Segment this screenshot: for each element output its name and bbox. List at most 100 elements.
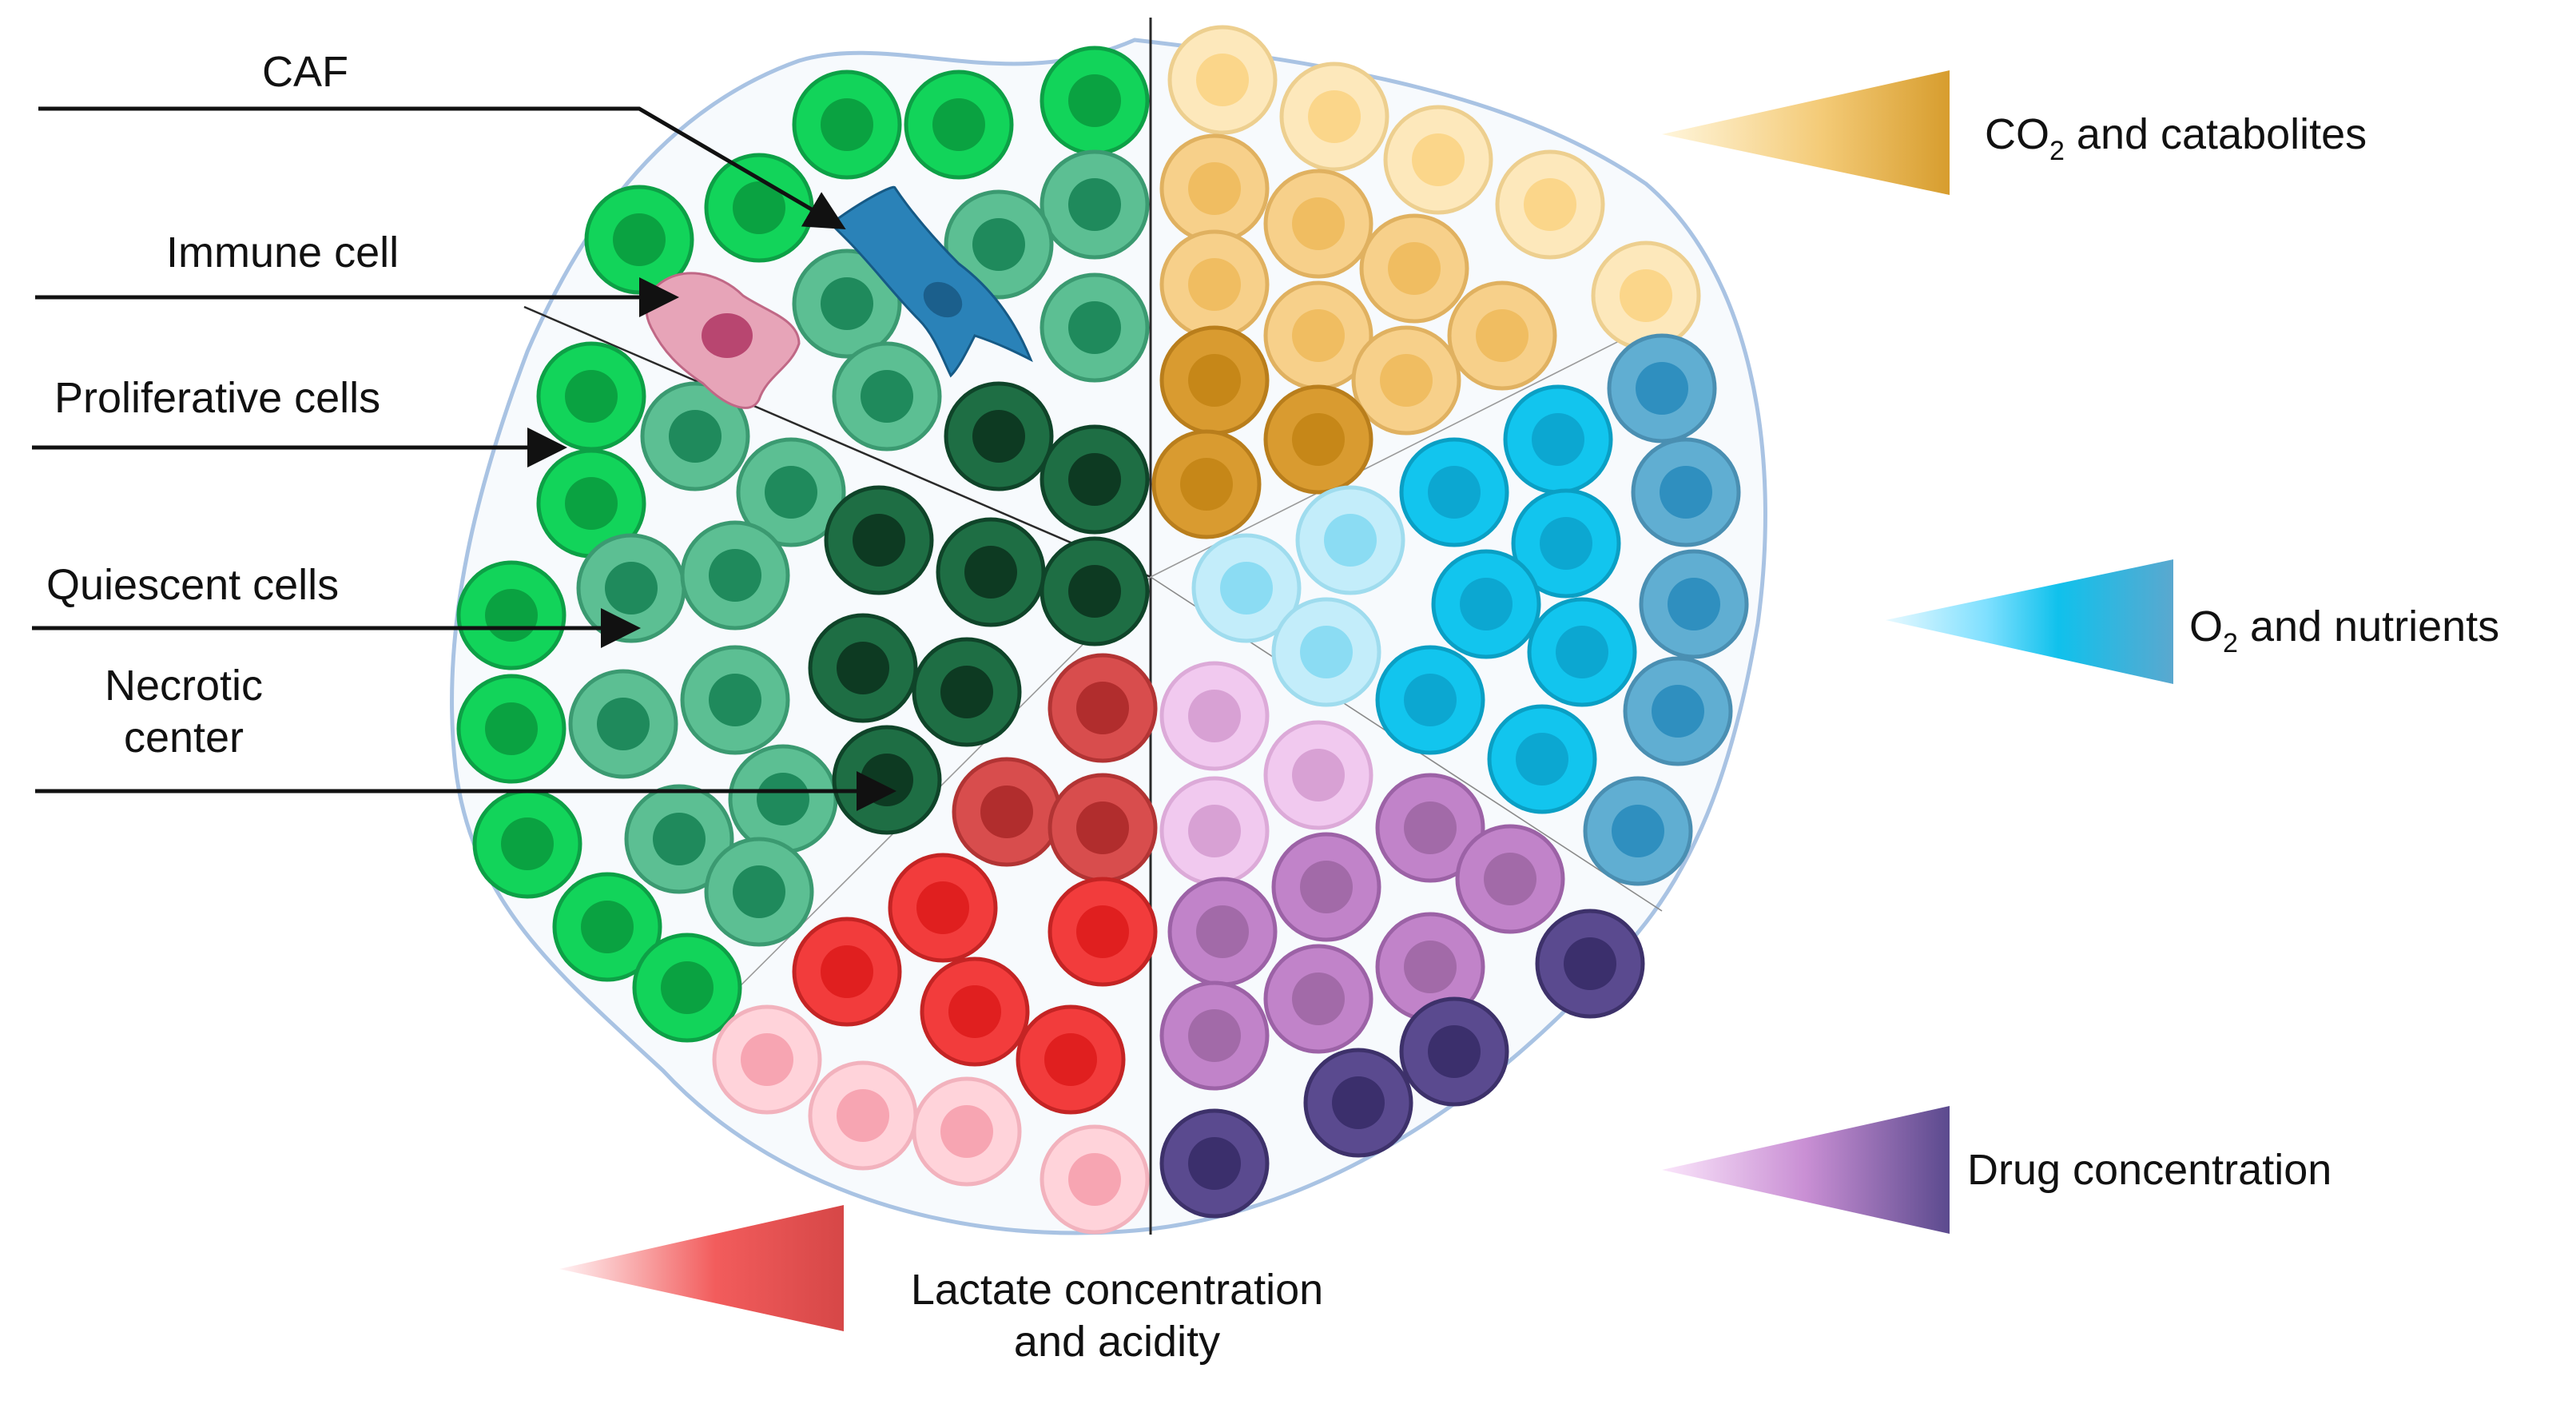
- co2-cell-mid: [1351, 325, 1461, 436]
- cell-group: [456, 25, 1749, 1235]
- co2-cell-mid: [1159, 133, 1270, 244]
- co2-prefix: CO: [1985, 110, 2049, 158]
- proliferative-cells-label: Proliferative cells: [54, 374, 381, 422]
- quiescent-cell: [728, 744, 838, 854]
- quiescent-cell: [832, 341, 942, 451]
- drug-cell-mid: [1167, 877, 1278, 987]
- proliferative-cell: [584, 185, 694, 295]
- drug-cell-mid: [1159, 980, 1270, 1091]
- quiescent-cell: [680, 520, 790, 630]
- o2-prefix: O: [2189, 603, 2224, 650]
- necrotic-cell: [912, 637, 1022, 747]
- drug-cell-mid: [1375, 773, 1485, 883]
- quiescent-cell: [1040, 149, 1150, 260]
- co2-cell-mid: [1447, 280, 1557, 391]
- o2-cell-bright: [1431, 549, 1541, 659]
- drug-cell-light: [1159, 776, 1270, 886]
- immune-cell: [645, 272, 801, 409]
- proliferative-cell: [552, 872, 662, 982]
- necrotic-cell: [936, 517, 1046, 627]
- co2-cell-light: [1383, 105, 1493, 215]
- proliferative-cell: [632, 933, 742, 1043]
- drug-cell-dark: [1399, 996, 1509, 1107]
- quiescent-cell: [640, 381, 750, 491]
- lactate-cell-dark: [1047, 773, 1158, 883]
- o2-cell-blue: [1583, 776, 1693, 886]
- proliferative-cell: [792, 70, 902, 180]
- lactate-cell-light: [808, 1060, 918, 1171]
- lactate-cell-light: [1040, 1124, 1150, 1235]
- lactate-cell-dark: [1047, 653, 1158, 763]
- co2-cell-light: [1591, 241, 1701, 351]
- lactate-cell-bright: [792, 917, 902, 1027]
- necrotic-cell: [824, 485, 934, 595]
- drug-cell-mid: [1375, 912, 1485, 1022]
- co2-suffix: and catabolites: [2064, 110, 2367, 158]
- lactate-cell-bright: [920, 957, 1030, 1067]
- o2-cell-blue: [1607, 333, 1717, 443]
- o2-cell-bright: [1375, 645, 1485, 755]
- co2-cell-light: [1279, 62, 1389, 172]
- proliferative-cell: [1040, 46, 1150, 156]
- co2-cell-mid: [1263, 280, 1373, 391]
- drug-cell-dark: [1535, 909, 1645, 1019]
- o2-suffix: and nutrients: [2237, 603, 2500, 650]
- lactate-cell-bright: [1016, 1004, 1126, 1115]
- lactate-gradient-triangle: [559, 1205, 844, 1331]
- o2-gradient-triangle: [1886, 559, 2173, 684]
- quiescent-cell: [1040, 272, 1150, 383]
- o2-cell-bright: [1503, 384, 1613, 495]
- necrotic-label-line2: center: [123, 713, 244, 762]
- lactate-label-line1: Lactate concentration: [910, 1266, 1324, 1314]
- necrotic-center-label: Necrotic center: [80, 660, 288, 764]
- proliferative-cell: [456, 560, 566, 670]
- label-arrows: [32, 106, 896, 811]
- lactate-cell-light: [912, 1076, 1022, 1187]
- drug-cell-dark: [1159, 1108, 1270, 1219]
- o2-subscript: 2: [2223, 628, 2238, 658]
- quiescent-cell: [568, 669, 678, 779]
- lactate-cell-bright: [888, 853, 998, 963]
- necrotic-cell: [832, 725, 942, 835]
- proliferative-cell: [704, 153, 814, 263]
- lactate-cell-light: [712, 1004, 822, 1115]
- drug-cell-dark: [1303, 1048, 1413, 1158]
- quiescent-cell: [704, 837, 814, 947]
- quiescent-cell: [792, 249, 902, 359]
- o2-cell-bright: [1487, 704, 1597, 814]
- o2-cell-bright: [1511, 488, 1621, 599]
- quiescent-cell: [624, 784, 734, 894]
- co2-cell-light: [1167, 25, 1278, 135]
- quiescent-cells-label: Quiescent cells: [46, 561, 340, 609]
- o2-label: O2 and nutrients: [2189, 601, 2500, 657]
- o2-cell-blue: [1623, 656, 1733, 766]
- necrotic-label-line1: Necrotic: [104, 662, 264, 710]
- co2-label: CO2 and catabolites: [1985, 109, 2367, 165]
- co2-subscript: 2: [2049, 136, 2065, 166]
- lactate-cell-dark: [952, 757, 1062, 867]
- co2-cell-mid: [1159, 229, 1270, 340]
- drug-cell-mid: [1271, 832, 1381, 942]
- co2-cell-light: [1495, 149, 1605, 260]
- drug-cell-mid: [1455, 824, 1565, 934]
- quiescent-cell: [576, 533, 686, 643]
- proliferative-cell: [472, 789, 582, 899]
- quiescent-cell: [944, 189, 1054, 300]
- o2-cell-light: [1271, 597, 1381, 707]
- o2-cell-bright: [1527, 597, 1637, 707]
- co2-cell-mid: [1359, 213, 1469, 324]
- co2-cell-mid: [1263, 169, 1373, 279]
- proliferative-cell: [904, 70, 1014, 180]
- o2-cell-bright: [1399, 437, 1509, 547]
- proliferative-cell: [536, 341, 646, 451]
- necrotic-cell: [944, 381, 1054, 491]
- lactate-label: Lactate concentration and acidity: [845, 1264, 1389, 1368]
- necrotic-cell: [1040, 536, 1150, 646]
- quiescent-cell: [736, 437, 846, 547]
- immune-cell-label: Immune cell: [166, 229, 400, 276]
- lactate-cell-bright: [1047, 877, 1158, 987]
- drug-cell-light: [1159, 661, 1270, 771]
- necrotic-cell: [1040, 424, 1150, 535]
